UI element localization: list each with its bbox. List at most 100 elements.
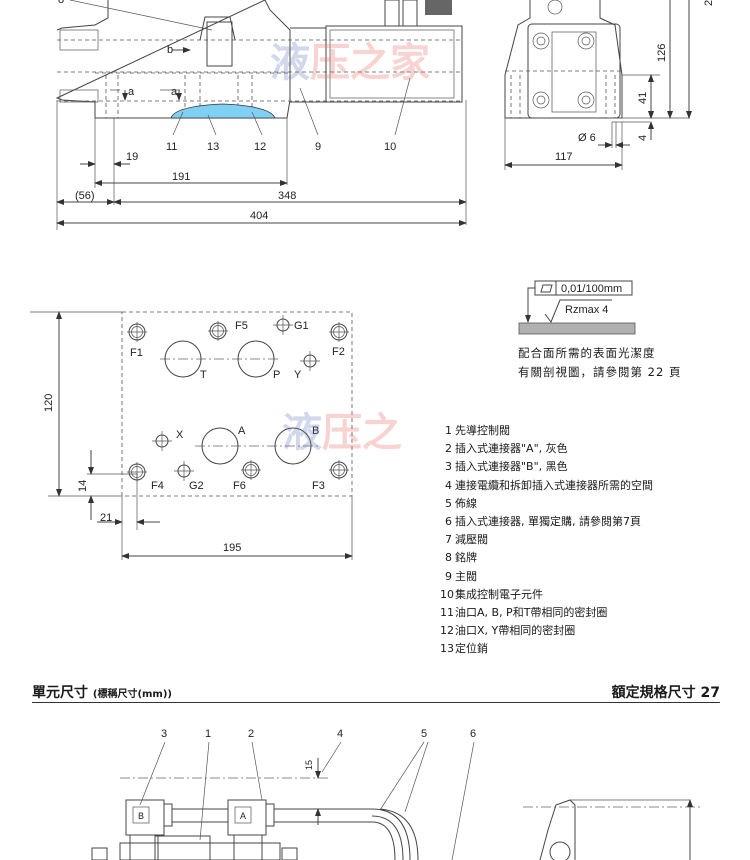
legend-text: 定位銷 xyxy=(455,642,488,656)
legend-number: 4 xyxy=(445,478,452,492)
section-title-text: 單元尺寸 xyxy=(32,685,88,701)
port-G2: G2 xyxy=(189,480,204,492)
legend-number: 7 xyxy=(445,533,452,547)
dim-404: 404 xyxy=(250,210,268,222)
legend-item: 13定位銷 xyxy=(440,640,653,658)
legend-text: 插入式連接器"B", 黑色 xyxy=(455,460,568,474)
legend-number: 5 xyxy=(445,496,452,510)
section-header: 單元尺寸 (標稱尺寸(mm)) 額定規格尺寸 27 xyxy=(32,680,720,703)
dim-120: 120 xyxy=(43,394,55,412)
legend-text: 集成控制電子元件 xyxy=(455,587,543,601)
dim-348: 348 xyxy=(278,190,296,202)
port-T: T xyxy=(200,369,207,381)
dim-195: 195 xyxy=(223,542,241,554)
port-F6: F6 xyxy=(233,480,246,492)
top-view-drawing: 8 b a a 11 13 12 9 10 19 191 (56) 348 40… xyxy=(55,0,467,230)
dim-4: 4 xyxy=(637,135,649,141)
callout-8: 8 xyxy=(58,0,64,6)
surface-finish-note: 配合面所需的表面光潔度 有關剖視圖，請參閱第 22 頁 xyxy=(518,344,681,382)
port-Y: Y xyxy=(294,369,302,381)
legend-text: 油口X, Y帶相同的密封圈 xyxy=(455,624,576,638)
bottom-view-drawing: 3 1 2 4 5 6 15 B A xyxy=(91,728,700,860)
legend-text: 油口A, B, P和T帶相同的密封圈 xyxy=(455,606,608,620)
section-title: 單元尺寸 (標稱尺寸(mm)) xyxy=(32,682,172,702)
legend-number: 1 xyxy=(445,424,452,437)
legend-number: 10 xyxy=(440,587,454,601)
port-F5: F5 xyxy=(235,320,248,332)
callout-6: 6 xyxy=(470,728,476,740)
seal-highlight xyxy=(170,103,276,119)
dim-19: 19 xyxy=(126,151,138,163)
section-mark-a: a xyxy=(171,86,178,98)
legend-text: 減壓閥 xyxy=(455,533,488,547)
port-F3: F3 xyxy=(312,480,325,492)
section-size-label: 額定規格尺寸 27 xyxy=(611,685,720,701)
dim-41: 41 xyxy=(637,92,649,104)
callout-5: 5 xyxy=(421,728,427,740)
port-pattern-drawing: F1 F5 G1 F2 T P Y X A B F4 G2 F6 F3 120 … xyxy=(30,311,353,560)
legend-text: 主閥 xyxy=(455,569,477,583)
surface-finish-symbol: 0,01/100mm Rzmax 4 xyxy=(518,280,636,335)
legend-number: 13 xyxy=(440,642,454,656)
connector-B-label: B xyxy=(138,811,144,821)
dim-15: 15 xyxy=(304,760,314,770)
surface-note-line: 有關剖視圖，請參閱第 22 頁 xyxy=(518,365,682,379)
legend-item: 10集成控制電子元件 xyxy=(440,586,653,604)
port-G1: G1 xyxy=(294,320,309,332)
dim-56: (56) xyxy=(75,190,95,202)
side-view-drawing: 2 126 41 4 Ø 6 117 xyxy=(504,0,715,170)
callout-9: 9 xyxy=(315,141,321,153)
dim-191: 191 xyxy=(172,171,190,183)
section-mark-b: b xyxy=(167,44,173,56)
legend-number: 8 xyxy=(445,551,452,565)
callout-10: 10 xyxy=(384,141,396,153)
callout-1: 1 xyxy=(205,728,211,740)
dim-14: 14 xyxy=(77,480,89,492)
legend-number: 6 xyxy=(445,515,452,529)
connector-A-label: A xyxy=(240,811,246,821)
legend-text: 插入式連接器"A", 灰色 xyxy=(455,442,568,456)
flatness-tolerance: 0,01/100mm xyxy=(561,283,622,295)
integrated-electronics-housing xyxy=(325,25,463,103)
dim-diameter-6: Ø 6 xyxy=(578,132,596,144)
dim-height-total: 2 xyxy=(703,0,715,6)
port-F1: F1 xyxy=(130,347,143,359)
port-F2: F2 xyxy=(332,346,345,358)
legend-text: 插入式連接器, 單獨定購, 請參閱第7頁 xyxy=(455,515,641,529)
port-P: P xyxy=(273,369,280,381)
port-F4: F4 xyxy=(151,480,164,492)
legend-item: 12油口X, Y帶相同的密封圈 xyxy=(440,622,653,640)
callout-12: 12 xyxy=(254,141,266,153)
dim-21: 21 xyxy=(100,512,112,524)
section-subtitle: (標稱尺寸(mm)) xyxy=(92,689,172,700)
port-X: X xyxy=(176,429,184,441)
legend-number: 3 xyxy=(445,460,452,474)
callout-11: 11 xyxy=(166,141,177,153)
legend-text: 佈線 xyxy=(455,496,477,510)
legend-number: 12 xyxy=(440,624,454,638)
dim-117: 117 xyxy=(555,151,573,163)
legend-number: 2 xyxy=(445,442,452,456)
section-mark-a: a xyxy=(128,86,135,98)
roughness-value: Rzmax 4 xyxy=(565,304,608,316)
callout-3: 3 xyxy=(161,728,167,740)
legend-item: 11油口A, B, P和T帶相同的密封圈 xyxy=(440,604,653,622)
legend-number: 9 xyxy=(445,569,452,583)
legend-text: 連接電纜和拆卸插入式連接器所需的空間 xyxy=(455,478,653,492)
surface-note-line: 配合面所需的表面光潔度 xyxy=(518,346,656,360)
callout-13: 13 xyxy=(207,141,219,153)
legend-text: 先導控制閥 xyxy=(455,424,510,437)
legend-text: 銘牌 xyxy=(455,551,477,565)
callout-4: 4 xyxy=(337,728,343,740)
